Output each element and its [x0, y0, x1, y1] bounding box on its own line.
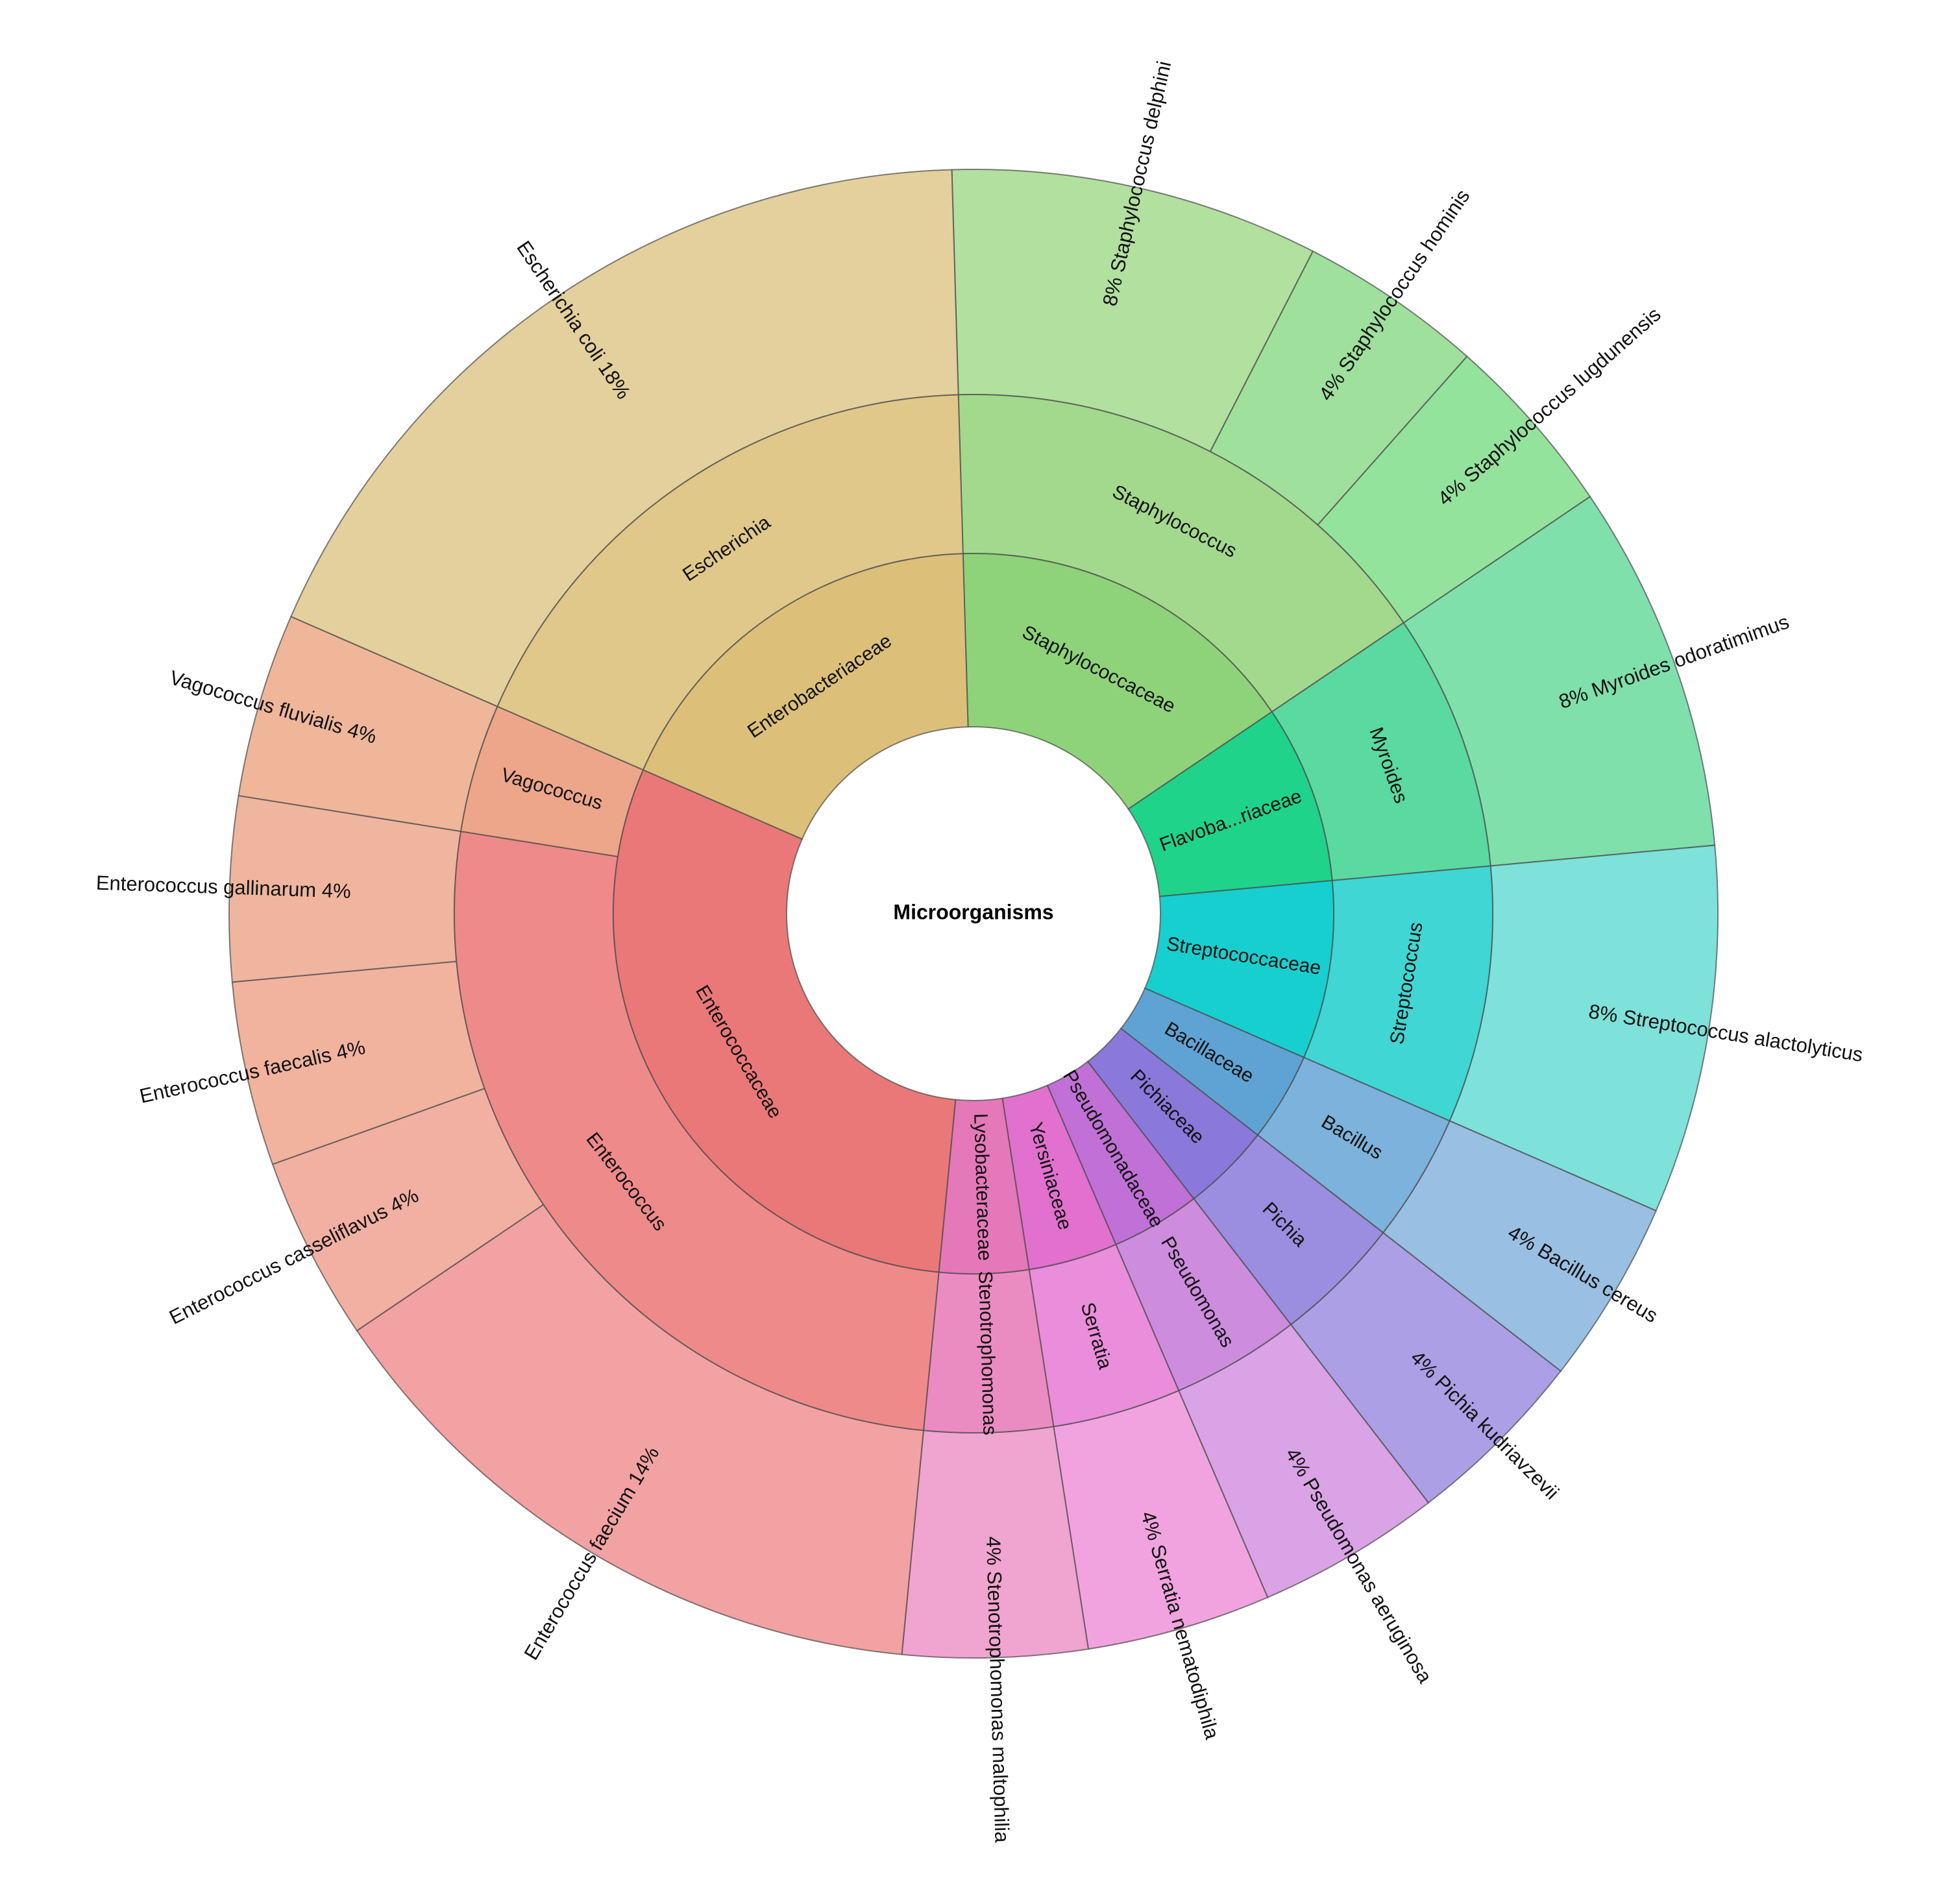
family-sector-enterobacteriaceae	[642, 553, 969, 840]
center-label: Microorganisms	[893, 900, 1053, 923]
family-sector-staphylococcaceae	[962, 553, 1273, 810]
family-sector-enterococcaceae	[613, 769, 957, 1273]
genus-label-stenotrophomonas: Stenotrophomonas	[974, 1271, 1000, 1435]
sunburst-sectors	[228, 169, 1719, 1659]
family-label-lysobacteraceae: Lysobacteraceae	[970, 1113, 996, 1261]
